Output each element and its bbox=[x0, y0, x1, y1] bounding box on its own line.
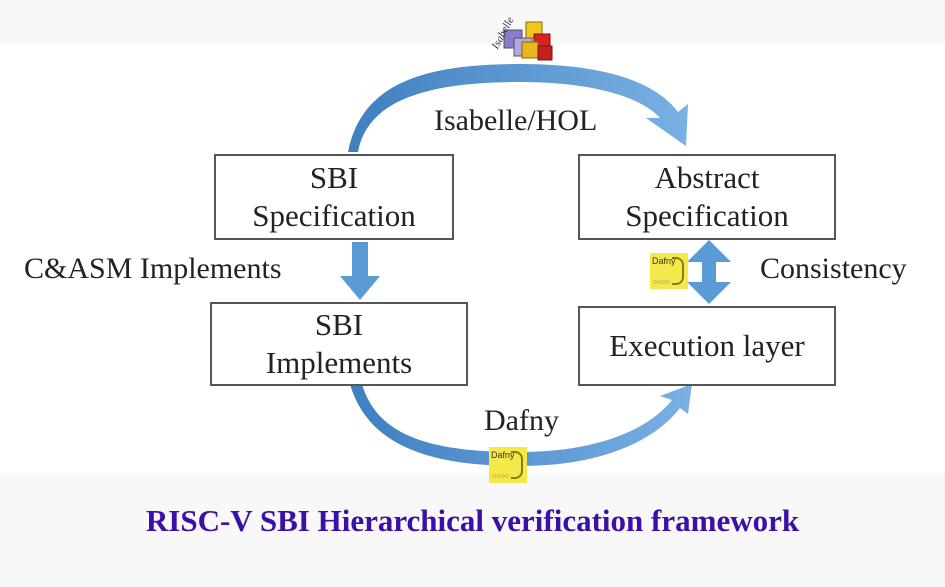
isabelle-logo bbox=[503, 21, 553, 61]
box-line: Implements bbox=[265, 345, 413, 380]
box-line: Specification bbox=[625, 198, 789, 233]
sbi-specification-box: SBI Specification bbox=[214, 154, 454, 240]
isabelle-hol-label: Isabelle/HOL bbox=[434, 104, 598, 137]
diagram-canvas bbox=[0, 45, 945, 473]
dafny-logo-text: Dafny bbox=[491, 450, 515, 460]
c-asm-implements-label: C&ASM Implements bbox=[24, 252, 282, 285]
dafny-label: Dafny bbox=[484, 404, 559, 437]
figure-caption: RISC-V SBI Hierarchical verification fra… bbox=[145, 503, 800, 538]
box-line: Specification bbox=[252, 198, 416, 233]
box-line: Execution layer bbox=[609, 328, 805, 363]
abstract-specification-box: Abstract Specification bbox=[578, 154, 836, 240]
dafny-logo-consistency: Dafny ○○○○ bbox=[650, 253, 688, 289]
down-arrow bbox=[340, 242, 380, 300]
box-line: SBI bbox=[309, 160, 359, 195]
box-line: SBI bbox=[314, 307, 364, 342]
consistency-label: Consistency bbox=[760, 252, 907, 285]
arc-arrow-dafny bbox=[350, 384, 692, 466]
dafny-logo-text: Dafny bbox=[652, 256, 676, 266]
arc-arrow-isabelle bbox=[348, 64, 688, 152]
dafny-logo-bottom: Dafny ○○○○ bbox=[489, 447, 527, 483]
execution-layer-box: Execution layer bbox=[578, 306, 836, 386]
box-line: Abstract bbox=[654, 160, 760, 195]
double-arrow bbox=[687, 240, 731, 304]
sbi-implements-box: SBI Implements bbox=[210, 302, 468, 386]
